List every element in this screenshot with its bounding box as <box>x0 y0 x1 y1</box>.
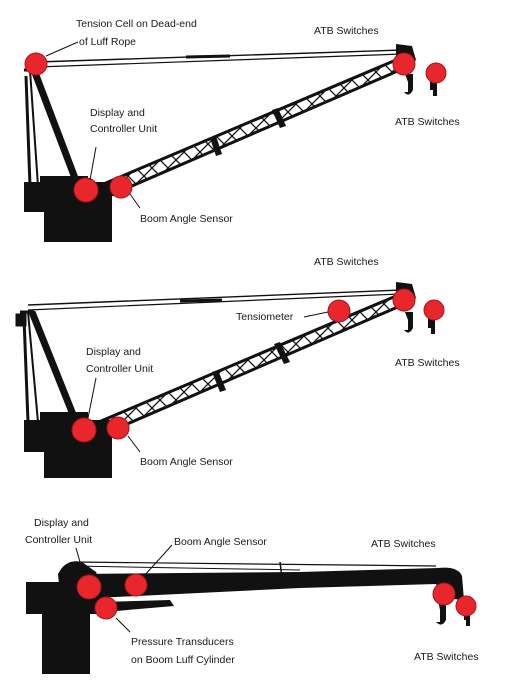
atb-switches-label-bottom: ATB Switches <box>414 651 479 663</box>
luff-rope <box>27 289 403 311</box>
crane-pedestal <box>24 420 120 478</box>
panel-lattice-crane-tensiometer: ATB Switches Tensiometer Display and Con… <box>15 256 460 478</box>
tension-cell-label-line1: Tension Cell on Dead-end <box>76 18 197 30</box>
pressure-transducer-sensor <box>94 596 118 620</box>
atb-switch-sensor-hook <box>423 299 445 321</box>
atb-switches-label-right: ATB Switches <box>395 357 460 369</box>
display-controller-label-line1: Display and <box>86 346 141 358</box>
pressure-transducers-label-line1: Pressure Transducers <box>131 636 234 648</box>
boom-angle-sensor-label: Boom Angle Sensor <box>140 456 233 468</box>
display-controller-label-line1: Display and <box>34 517 89 529</box>
atb-switches-label-top: ATB Switches <box>314 256 379 268</box>
atb-switch-sensor-top <box>432 582 456 606</box>
tensiometer-sensor <box>327 299 351 323</box>
boom-angle-sensor <box>106 416 130 440</box>
leader-lines <box>87 311 329 453</box>
a-frame-mast <box>15 310 80 424</box>
leader-lines <box>75 544 173 633</box>
tensiometer-label: Tensiometer <box>236 311 294 323</box>
luff-cylinder <box>100 600 174 612</box>
display-controller-label-line1: Display and <box>90 107 145 119</box>
tension-cell-sensor <box>24 52 48 76</box>
display-controller-sensor <box>76 574 102 600</box>
display-controller-label-line2: Controller Unit <box>25 534 92 546</box>
atb-switches-label-top: ATB Switches <box>314 25 379 37</box>
luff-rope <box>36 49 403 68</box>
atb-switch-sensor-top <box>392 52 416 76</box>
boom-angle-sensor-label: Boom Angle Sensor <box>174 536 267 548</box>
panel-box-boom-crane: Display and Controller Unit Boom Angle S… <box>25 517 479 674</box>
boom-angle-sensor <box>109 175 133 199</box>
hook-blocks <box>404 312 435 334</box>
lattice-boom <box>92 58 402 200</box>
atb-switches-label-top: ATB Switches <box>371 538 436 550</box>
tension-cell-label-line2: of Luff Rope <box>79 36 136 48</box>
boom-angle-sensor <box>124 573 148 597</box>
atb-switch-sensor-hook <box>425 62 447 84</box>
boom-angle-sensor-label: Boom Angle Sensor <box>140 213 233 225</box>
a-frame-mast <box>24 68 82 188</box>
atb-switch-sensor-top <box>392 288 416 312</box>
atb-switches-label-right: ATB Switches <box>395 116 460 128</box>
pressure-transducers-label-line2: on Boom Luff Cylinder <box>131 654 235 666</box>
hook-blocks <box>404 74 437 96</box>
display-controller-sensor <box>73 177 99 203</box>
display-controller-sensor <box>71 417 97 443</box>
atb-switch-sensor-hook <box>455 595 477 617</box>
display-controller-label-line2: Controller Unit <box>90 123 157 135</box>
display-controller-label-line2: Controller Unit <box>86 363 153 375</box>
pendant-ropes <box>73 561 437 579</box>
panel-lattice-crane-tension-cell: Tension Cell on Dead-end of Luff Rope AT… <box>24 18 460 242</box>
box-boom <box>78 567 464 600</box>
leader-lines <box>45 41 141 209</box>
